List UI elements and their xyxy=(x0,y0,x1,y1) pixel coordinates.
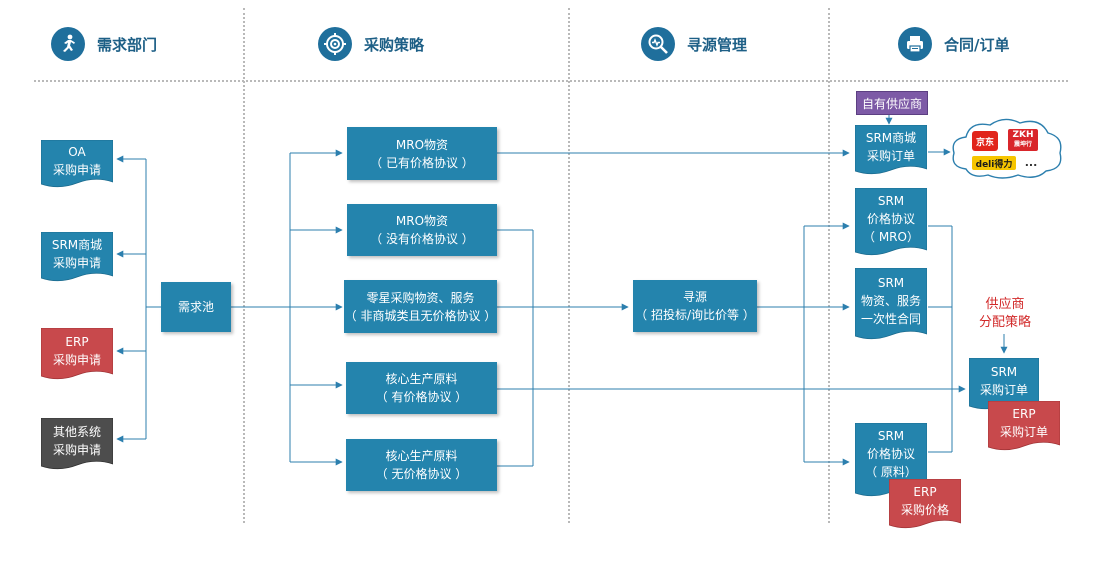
more-vendors: ... xyxy=(1020,155,1042,169)
header-contract-order: 合同/订单 xyxy=(898,26,1009,62)
doc-line-1: SRM xyxy=(877,429,905,443)
doc-line-1: SRM xyxy=(877,194,905,208)
strategy-sporadic-purchase: 零星采购物资、服务 （ 非商城类且无价格协议 ） xyxy=(344,280,497,333)
source-erp-request: ERP 采购申请 xyxy=(41,328,113,382)
doc-line-2: 价格协议 xyxy=(866,447,915,461)
zkh-logo-text: ZKH xyxy=(1012,130,1034,140)
column-separator-1 xyxy=(243,8,245,523)
header-demand-department: 需求部门 xyxy=(51,26,157,62)
doc-line-1: ERP xyxy=(65,335,89,349)
doc-line-1: SRM xyxy=(877,276,905,290)
strategy-mro-with-agreement: MRO物资 （ 已有价格协议 ） xyxy=(347,127,497,180)
column-separator-2 xyxy=(568,8,570,523)
own-supplier-label: 自有供应商 xyxy=(861,96,922,111)
srm-mall-purchase-order: SRM商城 采购订单 xyxy=(855,125,927,177)
doc-line-1: SRM xyxy=(990,365,1018,379)
doc-line-2: 物资、服务 xyxy=(860,294,921,308)
strategy-line-2: （ 有价格协议 ） xyxy=(375,390,468,404)
strategy-line-2: （ 无价格协议 ） xyxy=(375,467,468,481)
strategy-mro-without-agreement: MRO物资 （ 没有价格协议 ） xyxy=(347,204,497,256)
strategy-line-1: 核心生产原料 xyxy=(385,372,458,386)
doc-line-1: ERP xyxy=(913,485,937,499)
vendor-cloud: 京东 ZKH 震坤行 deli得力 ... xyxy=(948,113,1066,181)
magnifier-icon xyxy=(641,27,675,61)
target-icon xyxy=(318,27,352,61)
own-supplier-tag: 自有供应商 xyxy=(856,91,928,115)
zkh-logo: ZKH 震坤行 xyxy=(1008,129,1038,151)
header-procurement-strategy: 采购策略 xyxy=(318,26,424,62)
doc-line-2: 采购申请 xyxy=(52,443,101,457)
doc-line-3: （ MRO） xyxy=(863,230,919,244)
doc-line-2: 采购价格 xyxy=(900,503,949,517)
header-label: 合同/订单 xyxy=(944,35,1010,54)
header-label: 需求部门 xyxy=(97,35,158,54)
runner-icon xyxy=(51,27,85,61)
strategy-line-1: 核心生产原料 xyxy=(385,449,458,463)
sourcing-box: 寻源 （ 招投标/询比价等 ） xyxy=(633,280,757,332)
source-srm-mall-request: SRM商城 采购申请 xyxy=(41,232,113,284)
doc-line-2: 价格协议 xyxy=(866,212,915,226)
doc-line-1: SRM商城 xyxy=(865,131,917,145)
strategy-line-1: 零星采购物资、服务 xyxy=(366,290,475,305)
doc-line-2: 采购订单 xyxy=(979,383,1028,397)
sourcing-line-1: 寻源 xyxy=(682,290,707,304)
erp-purchase-order: ERP 采购订单 xyxy=(988,401,1060,453)
srm-price-agreement-raw: SRM 价格协议 （ 原料） xyxy=(855,423,927,499)
jd-logo-text: 京东 xyxy=(975,137,994,148)
srm-purchase-order: SRM 采购订单 xyxy=(969,358,1039,412)
doc-line-2: 采购订单 xyxy=(999,425,1048,439)
deli-logo: deli得力 xyxy=(972,156,1016,170)
pool-label: 需求池 xyxy=(177,300,214,314)
source-other-system-request: 其他系统 采购申请 xyxy=(41,418,113,472)
doc-line-3: 一次性合同 xyxy=(860,312,921,326)
strategy-core-material-with-agreement: 核心生产原料 （ 有价格协议 ） xyxy=(346,362,497,414)
sourcing-line-2: （ 招投标/询比价等 ） xyxy=(635,308,755,322)
supplier-allocation-strategy: 供应商 分配策略 xyxy=(970,296,1040,332)
doc-line-3: （ 原料） xyxy=(865,465,917,479)
doc-line-1: OA xyxy=(68,145,86,159)
deli-logo-text: deli得力 xyxy=(975,159,1013,170)
demand-pool: 需求池 xyxy=(161,282,231,332)
strategy-line-1: MRO物资 xyxy=(395,137,449,152)
doc-line-1: SRM商城 xyxy=(51,238,103,252)
strategy-line-2: （ 非商城类且无价格协议 ） xyxy=(344,308,497,323)
doc-line-2: 采购申请 xyxy=(52,353,101,367)
header-sourcing-management: 寻源管理 xyxy=(641,26,747,62)
printer-icon xyxy=(898,27,932,61)
more-vendors-text: ... xyxy=(1024,155,1038,169)
doc-line-2: 采购申请 xyxy=(52,163,101,177)
doc-line-1: 其他系统 xyxy=(52,425,101,439)
strategy-line-1: MRO物资 xyxy=(395,214,449,228)
header-label: 寻源管理 xyxy=(687,35,748,54)
doc-line-1: ERP xyxy=(1012,407,1036,421)
source-oa-request: OA 采购申请 xyxy=(41,140,113,190)
jd-logo: 京东 xyxy=(972,131,998,151)
doc-line-2: 采购申请 xyxy=(52,256,101,270)
strategy-line-2: （ 已有价格协议 ） xyxy=(370,155,474,170)
header-separator xyxy=(34,80,1068,82)
zkh-logo-sub: 震坤行 xyxy=(1013,141,1032,148)
header-label: 采购策略 xyxy=(364,35,425,54)
cloud-shape xyxy=(952,118,1062,179)
erp-purchase-price: ERP 采购价格 xyxy=(889,479,961,531)
strategy-core-material-without-agreement: 核心生产原料 （ 无价格协议 ） xyxy=(346,439,497,491)
column-separator-3 xyxy=(828,8,830,523)
strategy-line-2: （ 没有价格协议 ） xyxy=(370,232,474,246)
srm-price-agreement-mro: SRM 价格协议 （ MRO） xyxy=(855,188,927,258)
srm-one-time-contract: SRM 物资、服务 一次性合同 xyxy=(855,268,927,342)
strategy-text-line-2: 分配策略 xyxy=(978,315,1031,330)
doc-line-2: 采购订单 xyxy=(866,149,915,163)
strategy-text-line-1: 供应商 xyxy=(985,297,1025,312)
